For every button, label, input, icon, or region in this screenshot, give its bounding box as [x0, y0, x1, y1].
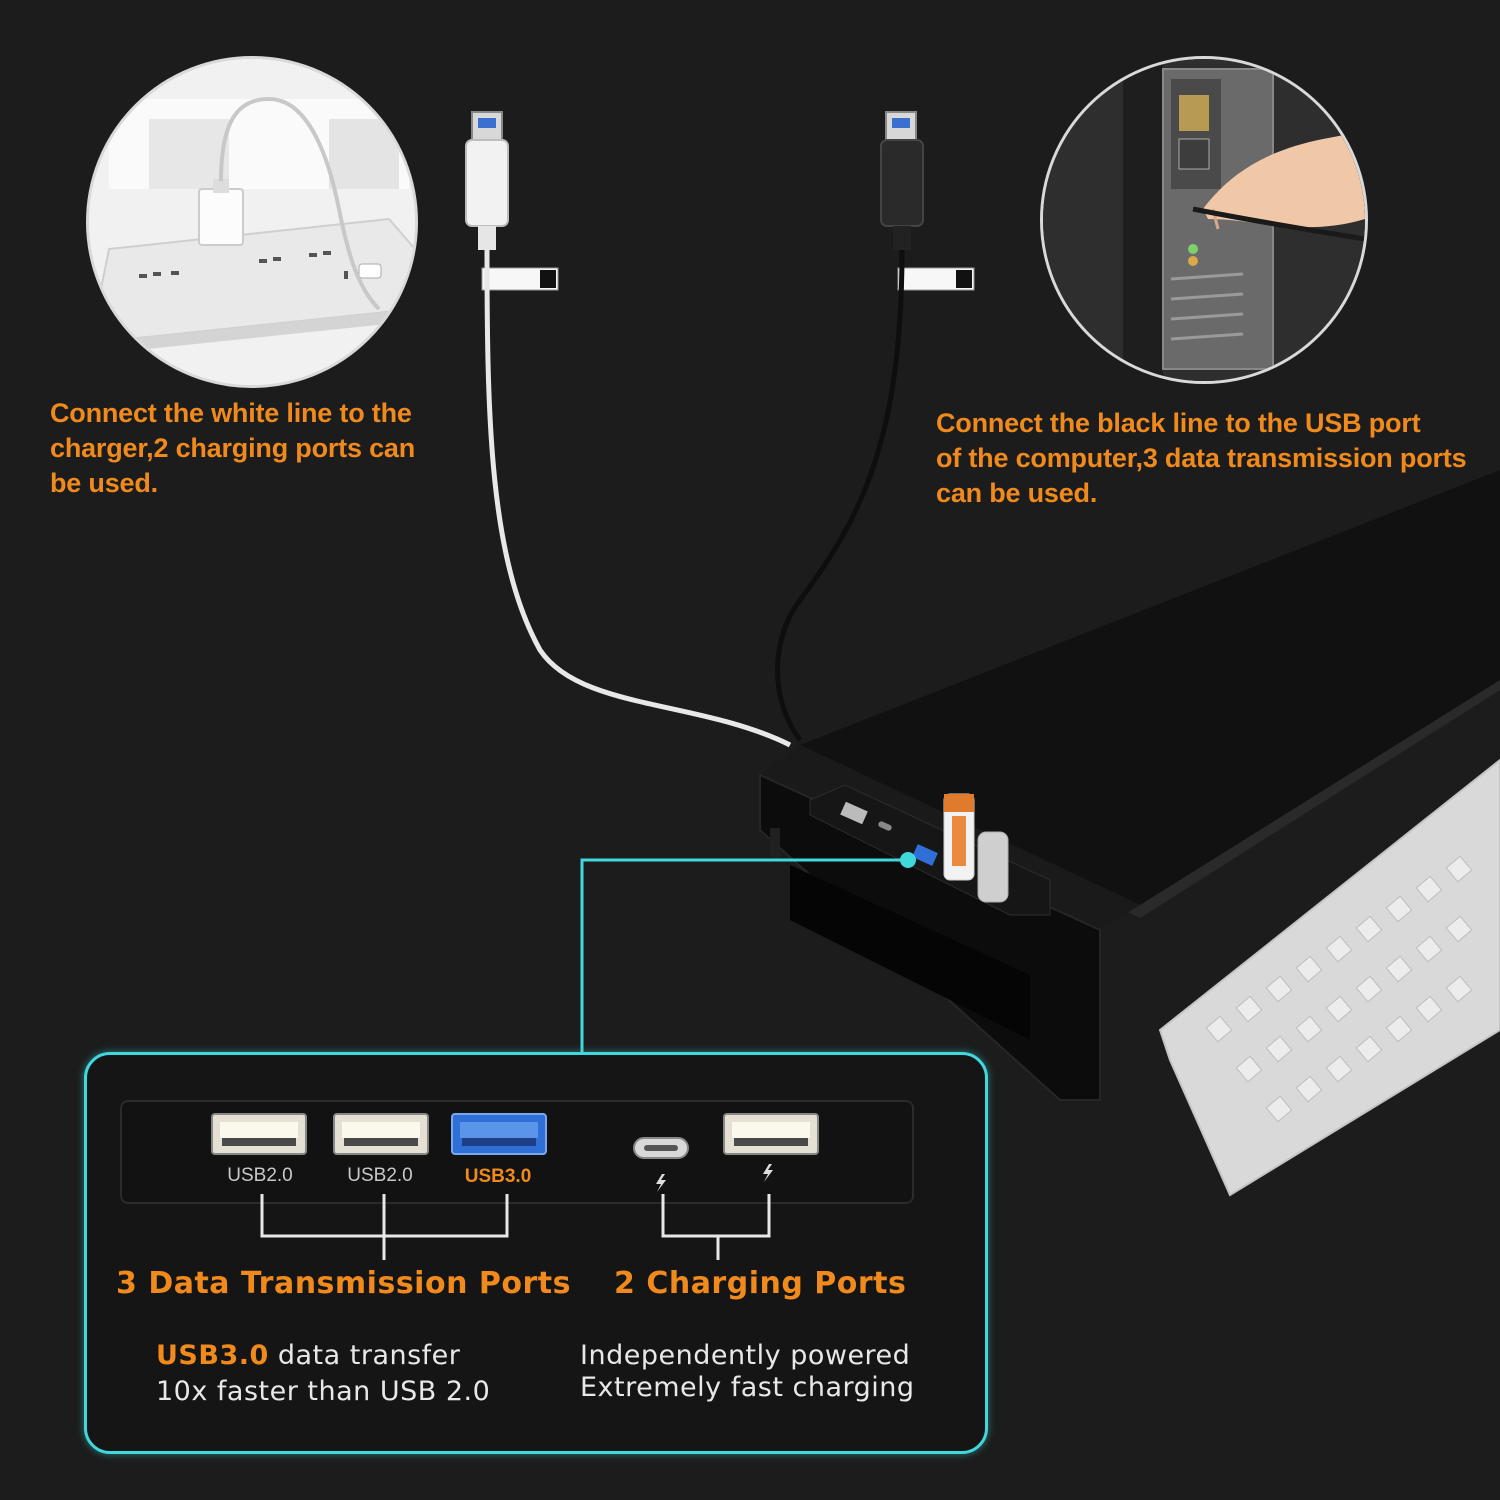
- computer-photo: [1040, 56, 1368, 384]
- usb-c-port-icon: [633, 1137, 689, 1159]
- usb3-port-icon: [451, 1113, 547, 1155]
- monitor-stand: [580, 470, 1500, 1101]
- lightning-bolt-icon: [763, 1164, 773, 1182]
- caption-line: can be used.: [936, 478, 1098, 508]
- lightning-bolt-icon: [656, 1174, 666, 1192]
- description-line: Extremely fast charging: [580, 1372, 915, 1403]
- caption-line: Connect the black line to the USB port: [936, 408, 1421, 438]
- data-ports-title: 3 Data Transmission Ports: [116, 1266, 571, 1301]
- caption-line: of the computer,3 data transmission port…: [936, 443, 1467, 473]
- port-label-usb3: USB3.0: [464, 1166, 532, 1187]
- black-cable: [775, 249, 905, 742]
- white-cable: [484, 249, 792, 748]
- port-label-usb2-1: USB2.0: [227, 1165, 293, 1186]
- caption-line: be used.: [50, 468, 158, 498]
- description-line: USB3.0 data transfer: [156, 1338, 490, 1374]
- port-label-usb2-2: USB2.0: [347, 1165, 413, 1186]
- description-line: 10x faster than USB 2.0: [156, 1376, 491, 1407]
- usb-a-port-icon: [723, 1113, 819, 1155]
- black-usb-plug: [880, 111, 975, 291]
- white-usb-plug: [465, 111, 559, 291]
- keyboard-illustration: [1158, 758, 1500, 1197]
- white-line-caption: Connect the white line to the charger,2 …: [50, 396, 415, 501]
- usb-a-port-icon: [333, 1113, 429, 1155]
- black-line-caption: Connect the black line to the USB port o…: [936, 406, 1467, 511]
- power-strip-illustration: [89, 59, 415, 385]
- data-ports-description: USB3.0 data transfer 10x faster than USB…: [156, 1338, 490, 1410]
- usb-a-port-icon: [211, 1113, 307, 1155]
- charging-ports-description: Independently powered Extremely fast cha…: [580, 1338, 915, 1406]
- charger-photo: [86, 56, 418, 388]
- pc-tower-illustration: [1043, 59, 1365, 381]
- charging-ports-title: 2 Charging Ports: [614, 1266, 907, 1301]
- caption-line: charger,2 charging ports can: [50, 433, 416, 463]
- usb3-highlight: USB3.0: [156, 1340, 269, 1371]
- charging-ports-bracket: [661, 1194, 771, 1238]
- description-line: Independently powered: [580, 1340, 911, 1371]
- description-text: data transfer: [268, 1340, 461, 1371]
- caption-line: Connect the white line to the: [50, 398, 412, 428]
